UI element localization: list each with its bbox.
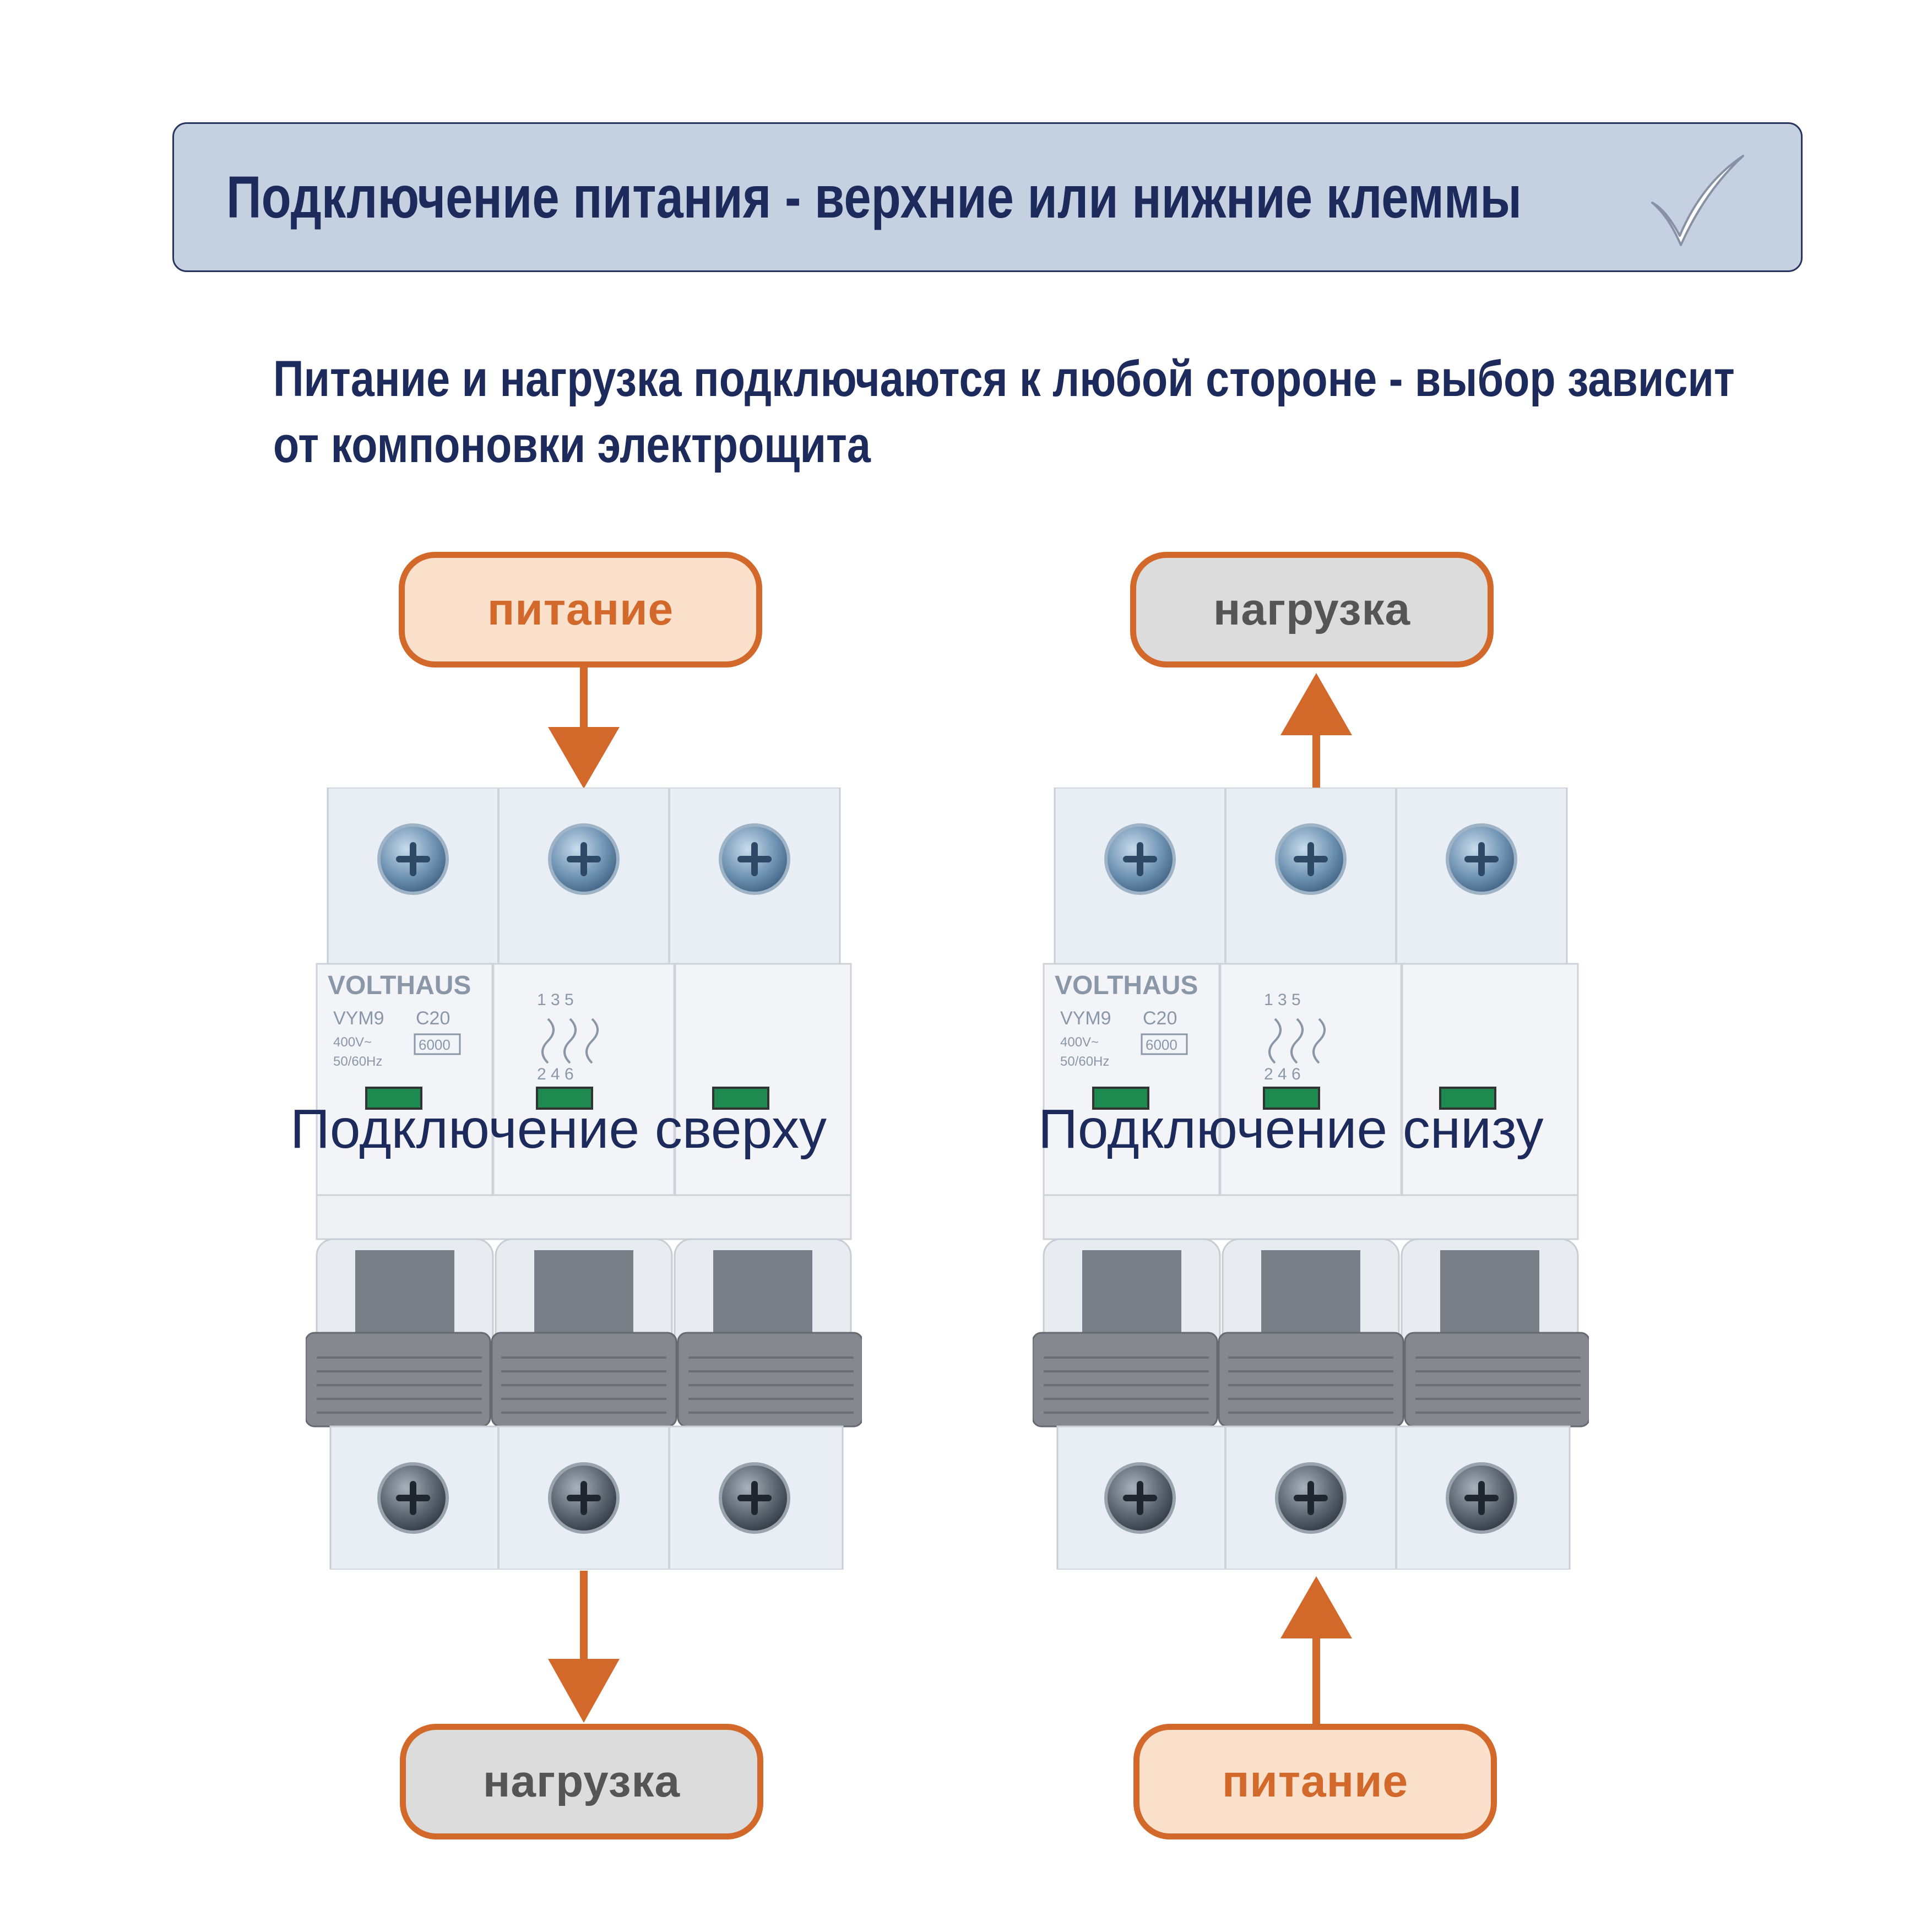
header-banner: Подключение питания - верхние или нижние… — [172, 122, 1803, 272]
left-top-arrow-down — [548, 666, 620, 789]
right-bottom-arrow-up — [1280, 1576, 1352, 1727]
right-top-load-label: нагрузка — [1130, 552, 1494, 667]
left-circuit-breaker — [306, 788, 862, 1570]
subtitle-line-2: от компоновки электрощита — [273, 417, 871, 473]
right-bottom-power-label: питание — [1133, 1724, 1497, 1839]
subtitle: Питание и нагрузка подключаются к любой … — [273, 346, 1760, 478]
left-bottom-arrow-down — [548, 1571, 620, 1723]
left-caption: Подключение сверху — [290, 1098, 827, 1160]
page-title: Подключение питания - верхние или нижние… — [226, 164, 1522, 230]
right-top-arrow-up — [1280, 673, 1352, 794]
right-caption: Подключение снизу — [1038, 1098, 1544, 1160]
checkmark-icon — [1651, 155, 1744, 246]
right-circuit-breaker — [1033, 788, 1589, 1570]
subtitle-line-1: Питание и нагрузка подключаются к любой … — [273, 351, 1735, 407]
left-top-power-label: питание — [399, 552, 762, 667]
left-bottom-load-label: нагрузка — [400, 1724, 763, 1839]
